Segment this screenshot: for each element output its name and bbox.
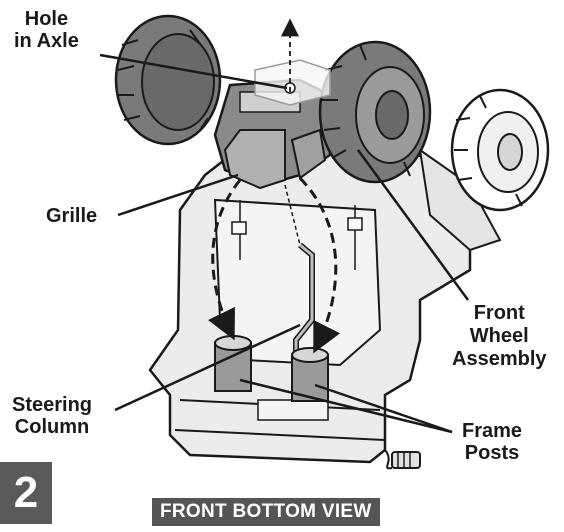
view-caption: FRONT BOTTOM VIEW (152, 498, 380, 526)
label-grille: Grille (46, 205, 98, 227)
step-number-badge: 2 (0, 462, 52, 524)
label-front-wheel-assembly: Front Wheel Assembly (452, 302, 547, 370)
front-wheel-right (318, 40, 432, 184)
rear-wheel (450, 88, 550, 212)
axle (254, 59, 331, 106)
label-steering-column: Steering Column (12, 394, 93, 438)
label-hole-in-axle: Hole in Axle (14, 8, 79, 52)
vehicle-body (148, 128, 502, 464)
steering-column-rod (293, 242, 315, 360)
wire-connector (384, 449, 421, 470)
motion-arrows (207, 18, 341, 354)
left-wheel (114, 14, 222, 146)
label-frame-posts: Frame Posts (462, 420, 523, 464)
grille-assembly (213, 78, 332, 190)
leader-lines (99, 53, 470, 434)
